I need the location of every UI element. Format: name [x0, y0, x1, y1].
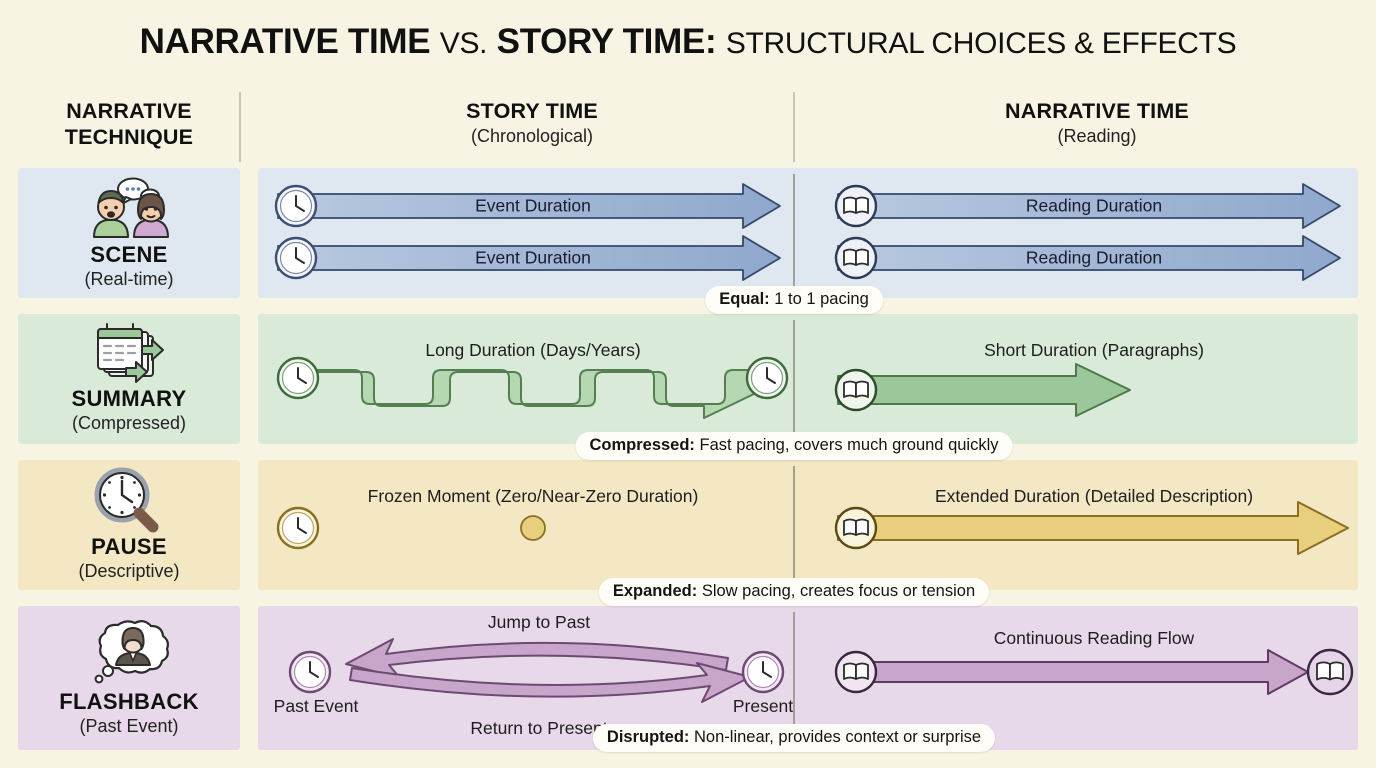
scene-narrative-bar-2	[837, 235, 1341, 281]
pause-narrative-arrow	[837, 501, 1349, 555]
pause-story-caption: Frozen Moment (Zero/Near-Zero Duration)	[367, 486, 699, 506]
badge-flashback-text: Non-linear, provides context or surprise	[694, 728, 982, 746]
scene-story-bar-1	[277, 183, 781, 229]
book-icon	[834, 236, 878, 280]
book-icon	[1306, 648, 1354, 696]
technique-name-pause: PAUSE	[91, 533, 167, 559]
technique-sub-summary: (Compressed)	[71, 412, 187, 433]
badge-summary-label: Compressed:	[589, 436, 695, 454]
flashback-diagram	[288, 638, 1354, 703]
badge-flashback-label: Disrupted:	[606, 728, 690, 746]
column-header-story-line2: (Chronological)	[470, 126, 594, 146]
title-part-3: STRUCTURAL CHOICES & EFFECTS	[725, 27, 1237, 60]
clock-icon	[276, 506, 320, 550]
row-pause-label-panel: PAUSE (Descriptive)	[18, 460, 240, 590]
flashback-top-label: Jump to Past	[487, 612, 591, 632]
badge-scene-text: 1 to 1 pacing	[774, 290, 869, 308]
technique-cell-pause: PAUSE (Descriptive)	[18, 460, 240, 590]
row-scene-label-panel: SCENE (Real-time)	[18, 168, 240, 298]
column-header-story-line1: STORY TIME	[466, 99, 598, 123]
technique-cell-flashback: FLASHBACK (Past Event)	[18, 606, 240, 750]
row-pause: PAUSE (Descriptive)	[18, 460, 1358, 590]
two-people-talking-icon	[86, 176, 172, 238]
book-icon	[834, 650, 878, 694]
thought-bubble-person-icon	[86, 619, 172, 685]
clock-icon	[741, 650, 785, 694]
row-scene: SCENE (Real-time)	[18, 168, 1358, 298]
technique-sub-pause: (Descriptive)	[78, 560, 180, 581]
flashback-right-node-label: Present	[732, 696, 794, 716]
column-header-story: STORY TIME (Chronological)	[258, 98, 806, 149]
row-pause-column-divider	[793, 466, 795, 584]
column-header-technique-line2: TECHNIQUE	[64, 125, 194, 149]
badge-summary: Compressed: Fast pacing, covers much gro…	[575, 432, 1013, 460]
pause-narrative-caption: Extended Duration (Detailed Description)	[934, 486, 1254, 506]
frozen-moment-dot	[520, 515, 546, 541]
flashback-left-node-label: Past Event	[273, 696, 359, 716]
flashback-narrative-caption: Continuous Reading Flow	[993, 628, 1195, 648]
clock-icon	[274, 236, 318, 280]
technique-name-scene: SCENE	[90, 241, 168, 267]
row-flashback-content-panel: Jump to Past Return to Present Past Even…	[258, 606, 1358, 750]
flashback-jump-to-past-arrow	[345, 638, 729, 679]
title-part-2: STORY TIME:	[496, 22, 717, 61]
summary-story-caption: Long Duration (Days/Years)	[425, 340, 641, 360]
technique-name-summary: SUMMARY	[71, 385, 187, 411]
title-vs: VS.	[439, 27, 488, 60]
pause-diagram	[276, 501, 1349, 555]
flashback-narrative-arrow	[855, 649, 1309, 695]
column-header-narrative-line2: (Reading)	[1057, 126, 1137, 146]
clock-icon	[276, 356, 320, 400]
badge-pause-label: Expanded:	[612, 582, 698, 600]
row-summary-label-panel: SUMMARY (Compressed)	[18, 314, 240, 444]
badge-summary-text: Fast pacing, covers much ground quickly	[699, 436, 999, 454]
scene-narrative-bar-1	[837, 183, 1341, 229]
technique-sub-flashback: (Past Event)	[79, 715, 179, 736]
summary-story-zigzag-arrow	[299, 357, 764, 419]
technique-name-flashback: FLASHBACK	[59, 688, 199, 714]
scene-story-bar-2	[277, 235, 781, 281]
row-scene-content-panel: Event Duration Event Duration Reading Du…	[258, 168, 1358, 298]
row-scene-column-divider	[793, 174, 795, 292]
book-icon	[834, 184, 878, 228]
header-divider-left	[239, 92, 241, 162]
technique-cell-scene: SCENE (Real-time)	[18, 168, 240, 298]
badge-pause: Expanded: Slow pacing, creates focus or …	[598, 578, 990, 606]
badge-scene-label: Equal:	[719, 290, 770, 308]
column-header-narrative: NARRATIVE TIME (Reading)	[818, 98, 1376, 149]
row-summary: SUMMARY (Compressed)	[18, 314, 1358, 444]
summary-narrative-caption: Short Duration (Paragraphs)	[984, 340, 1204, 360]
technique-cell-summary: SUMMARY (Compressed)	[18, 314, 240, 444]
row-flashback-label-panel: FLASHBACK (Past Event)	[18, 606, 240, 750]
badge-pause-text: Slow pacing, creates focus or tension	[701, 582, 976, 600]
summary-narrative-arrow	[837, 363, 1131, 417]
clock-icon	[274, 184, 318, 228]
calendar-pages-arrow-icon	[85, 322, 173, 383]
scene-diagram	[274, 183, 1341, 281]
clock-icon	[745, 356, 789, 400]
title-part-1: NARRATIVE TIME	[139, 22, 431, 61]
column-header-narrative-line1: NARRATIVE TIME	[1005, 99, 1189, 123]
badge-flashback: Disrupted: Non-linear, provides context …	[592, 724, 996, 752]
magnifying-glass-clock-icon	[89, 467, 169, 532]
flashback-return-to-present-arrow	[349, 662, 751, 703]
row-summary-content-panel: Long Duration (Days/Years) Short Duratio…	[258, 314, 1358, 444]
page-title: NARRATIVE TIME VS. STORY TIME: STRUCTURA…	[0, 22, 1376, 62]
book-icon	[834, 506, 878, 550]
badge-scene: Equal: 1 to 1 pacing	[705, 286, 883, 314]
book-icon	[834, 368, 878, 412]
column-header-technique-line1: NARRATIVE	[66, 99, 192, 123]
technique-sub-scene: (Real-time)	[84, 268, 174, 289]
row-flashback-column-divider	[793, 612, 795, 744]
column-header-technique: NARRATIVE TECHNIQUE	[18, 98, 240, 150]
row-flashback: FLASHBACK (Past Event)	[18, 606, 1358, 750]
column-header-row: NARRATIVE TECHNIQUE STORY TIME (Chronolo…	[18, 90, 1358, 162]
row-summary-column-divider	[793, 320, 795, 438]
summary-diagram	[276, 356, 1131, 419]
clock-icon	[288, 650, 332, 694]
row-pause-content-panel: Frozen Moment (Zero/Near-Zero Duration) …	[258, 460, 1358, 590]
header-divider-right	[793, 92, 795, 162]
flashback-bottom-label: Return to Present	[470, 718, 608, 738]
